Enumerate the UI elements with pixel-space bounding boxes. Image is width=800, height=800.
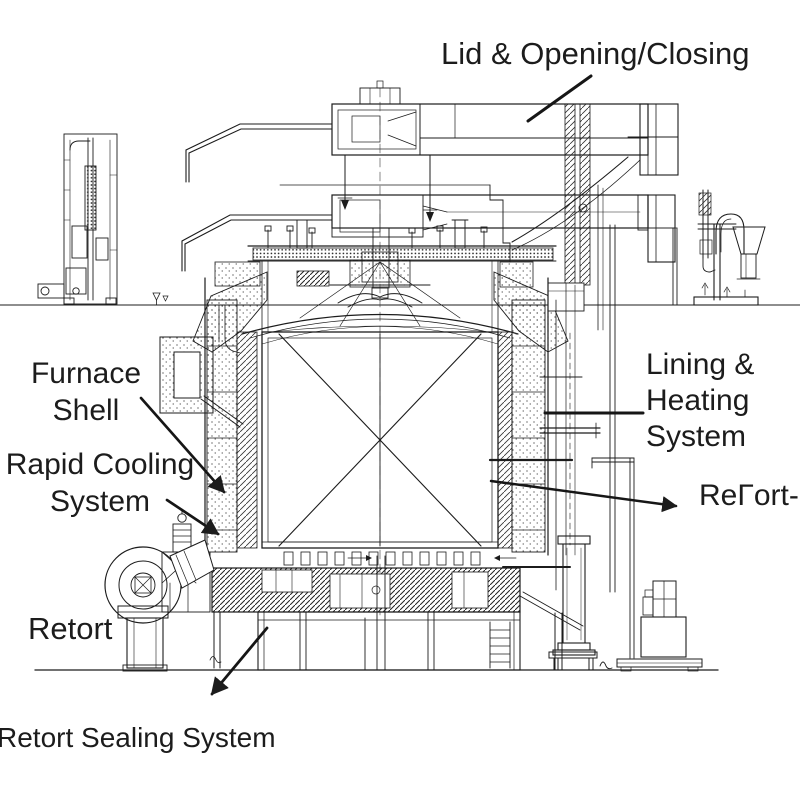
- cooling-blower: [104, 539, 215, 672]
- right-support-structures: [548, 457, 703, 672]
- label-lid-opening-closing: Lid & Opening/Closing: [441, 36, 750, 71]
- label-lining-heating-system: Lining & Heating System: [646, 348, 755, 453]
- lid-mechanism: [181, 80, 679, 616]
- leader-retort-right: [489, 479, 678, 513]
- left-piping-cabinet: [37, 133, 118, 305]
- leader-rapid-cooling: [165, 498, 220, 536]
- retort-vessel: [261, 325, 499, 549]
- bench: [548, 651, 598, 671]
- base-foundation: [161, 508, 584, 671]
- leader-lid: [526, 74, 593, 123]
- annotation-leaders: [139, 74, 678, 696]
- leader-retort-sealing: [210, 626, 269, 696]
- label-retort-sealing-system: Retort Sealing System: [0, 722, 276, 753]
- access-ladder: [489, 621, 511, 669]
- label-furnace-shell: Furnace Shell: [30, 357, 142, 427]
- heating-element-rods: [488, 376, 601, 568]
- support-column: [552, 535, 596, 656]
- tall-guide-frame: [591, 457, 635, 659]
- right-pedestal-stand: [693, 189, 766, 306]
- label-retort-right: ReΓort-: [699, 479, 799, 512]
- leader-furnace-shell: [139, 396, 226, 494]
- furnace-body: [159, 219, 678, 593]
- control-cabinet: [616, 580, 703, 672]
- label-rapid-cooling-system: Rapid Cooling System: [5, 448, 195, 518]
- label-retort-left: Retort: [28, 611, 113, 646]
